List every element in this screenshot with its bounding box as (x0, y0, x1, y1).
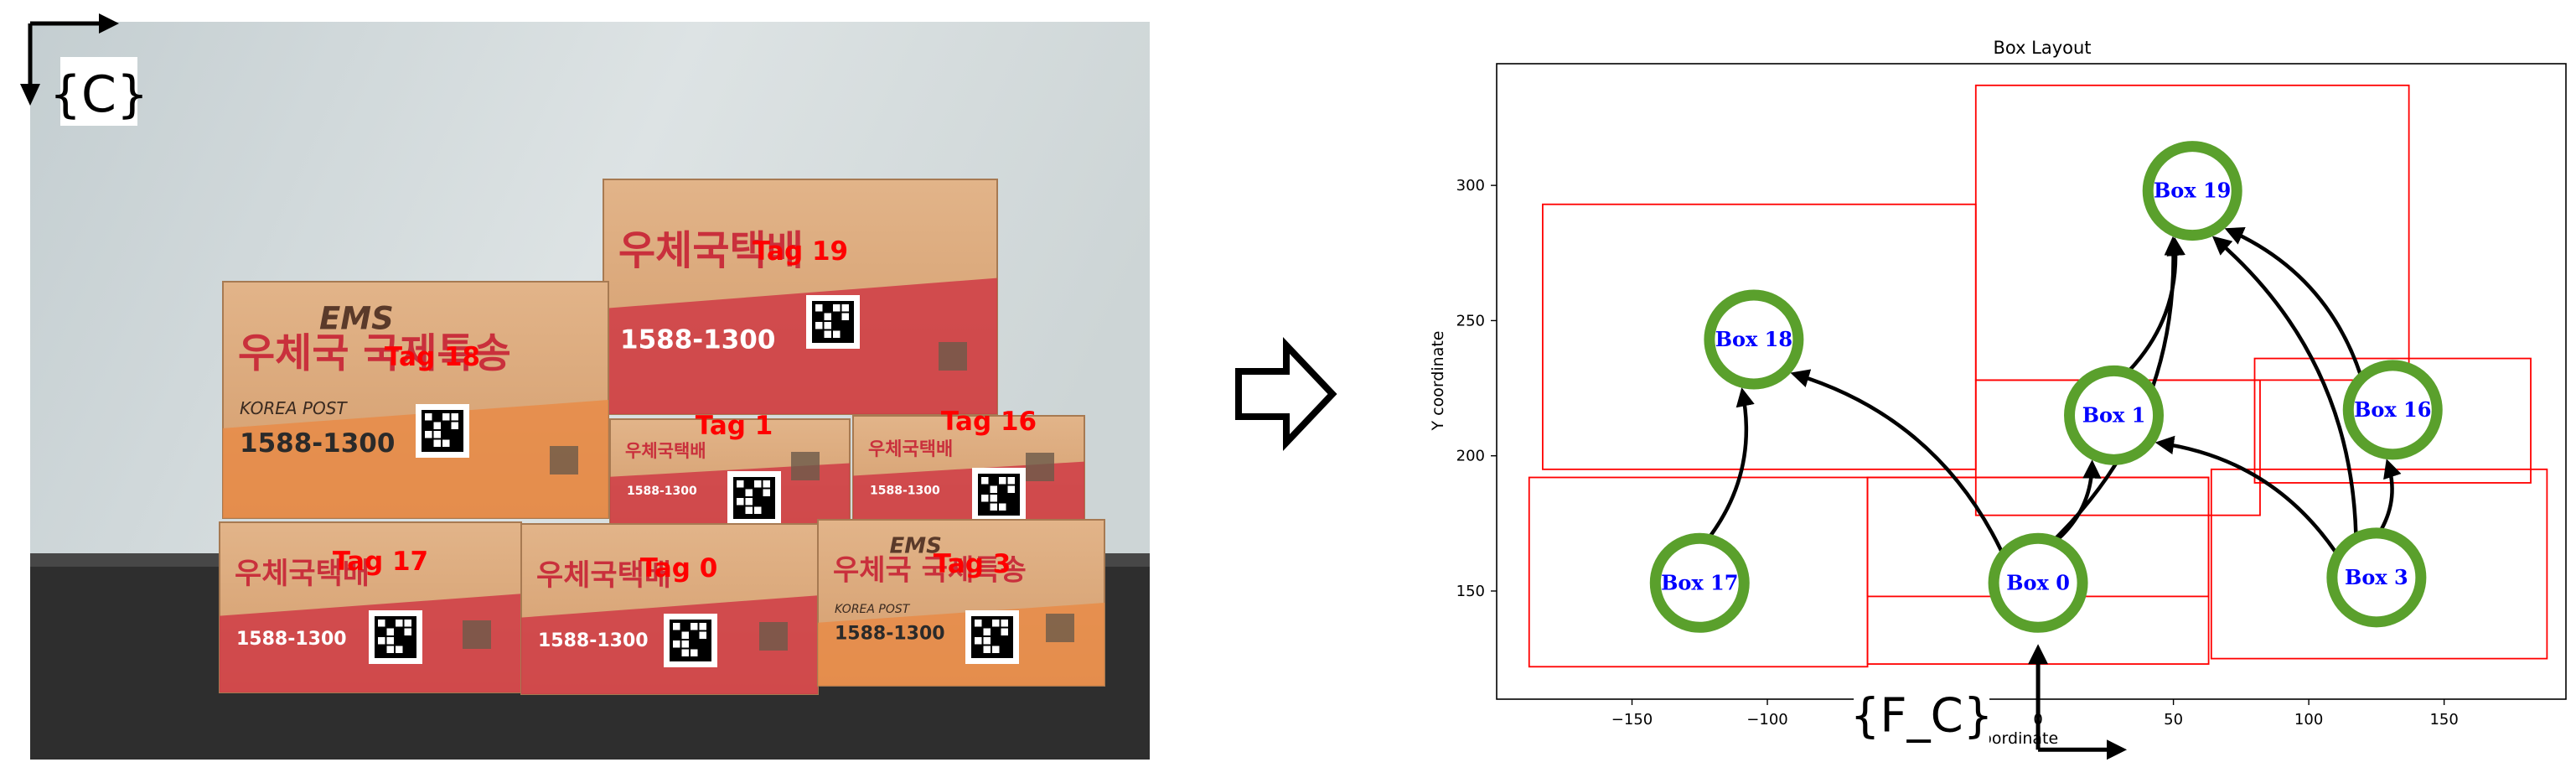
dependency-edge (1708, 387, 1755, 537)
box-print-title: 우체국 국제특송 (238, 330, 511, 377)
dependency-edge (2211, 236, 2358, 535)
tag-label: Tag 17 (333, 547, 428, 577)
box-print-title: 우체국택배 (868, 439, 953, 460)
dependency-edge (2128, 236, 2186, 372)
box-print-brand: EMS (890, 534, 942, 559)
aruco-marker-icon (369, 610, 422, 664)
box-print-phone: 1588-1300 (627, 485, 697, 498)
tag-label: Tag 0 (640, 553, 718, 583)
aruco-marker-icon (972, 468, 1026, 521)
dependency-edge (1790, 369, 2004, 553)
box-print-title: 우체국 국제특송 (833, 553, 1027, 587)
box-print-title: 우체국택배 (536, 559, 671, 593)
plot-title: Box Layout (1993, 38, 2091, 58)
dependency-edge (2379, 459, 2402, 532)
aruco-marker-icon (416, 404, 469, 458)
tag-label: Tag 3 (934, 549, 1011, 579)
box-node-label: Box 0 (2006, 570, 2070, 594)
box-print-brand2: KOREA POST (240, 398, 348, 418)
box-node-label: Box 16 (2354, 397, 2431, 422)
box-node: Box 3 (2326, 527, 2427, 628)
camera-frame-label: {C} (49, 65, 148, 124)
box-print-phone: 1588-1300 (240, 428, 395, 459)
box-node-label: Box 19 (2154, 179, 2231, 203)
box-print-brand2: KOREA POST (835, 603, 911, 616)
box-node: Box 0 (1988, 532, 2088, 633)
box-print-phone: 1588-1300 (236, 629, 347, 650)
tag-label: Tag 19 (753, 236, 848, 267)
cardboard-box: 우체국택배 1588-1300 Tag 16 (852, 407, 1085, 526)
cardboard-box: 우체국택배 1588-1300 Tag 19 (603, 179, 998, 415)
box-node: Box 17 (1649, 532, 1750, 633)
x-tick-label: −100 (1746, 711, 1787, 729)
box-frame-label: {F_C} (1850, 688, 1994, 743)
aruco-marker-icon (965, 610, 1019, 664)
tag-label: Tag 16 (941, 407, 1037, 437)
aruco-marker-icon (806, 295, 860, 349)
box-print-title: 우체국택배 (235, 557, 370, 591)
box-print-title: 우체국택배 (618, 227, 804, 274)
box-print-phone: 1588-1300 (538, 630, 649, 651)
hollow-right-arrow-icon (1235, 336, 1337, 452)
box-frame-axes: {F_C} (1850, 644, 2128, 760)
y-tick-label: 250 (1456, 312, 1485, 329)
box-node: Box 19 (2142, 141, 2242, 241)
aruco-marker-icon (727, 471, 781, 525)
cardboard-box: 우체국택배 1588-1300 Tag 1 (609, 411, 851, 525)
aruco-marker-icon (664, 614, 717, 667)
dependency-edge (2224, 227, 2362, 376)
x-tick-label: 100 (2294, 711, 2323, 729)
dependency-edge (2154, 435, 2338, 554)
box-node: Box 16 (2342, 360, 2443, 460)
box-node-label: Box 3 (2345, 565, 2408, 589)
box-print-phone: 1588-1300 (870, 485, 940, 498)
box-node: Box 1 (2064, 365, 2165, 465)
x-tick-label: −150 (1611, 711, 1653, 729)
x-tick-label: 150 (2429, 711, 2458, 729)
box-node-label: Box 17 (1661, 570, 1738, 594)
y-tick-label: 150 (1456, 583, 1485, 600)
box-node: Box 18 (1704, 289, 1804, 390)
cardboard-box: 우체국택배 1588-1300 Tag 0 (520, 523, 819, 695)
box-print-phone: 1588-1300 (835, 624, 945, 645)
tag-label: Tag 1 (696, 411, 773, 441)
box-node-label: Box 18 (1715, 327, 1792, 351)
camera-frame-axes: {C} (20, 13, 148, 126)
x-tick-label: 50 (2164, 711, 2183, 729)
box-node-label: Box 1 (2082, 402, 2146, 427)
box-print-title: 우체국택배 (625, 441, 706, 461)
box-layout-plot: Box Layout Box 19 Box 18 Box 1 Box 16 Box 17… (1429, 38, 2567, 760)
box-footprint-rect (2210, 468, 2548, 660)
box-print-brand: EMS (319, 300, 394, 336)
box-print-phone: 1588-1300 (620, 325, 775, 355)
y-tick-label: 300 (1456, 177, 1485, 194)
y-axis-label: Y coordinate (1429, 331, 1447, 432)
tag-label: Tag 18 (385, 342, 480, 372)
y-tick-label: 200 (1456, 448, 1485, 465)
cardboard-box: 우체국택배 1588-1300 Tag 17 (219, 521, 522, 693)
dependency-edge (2056, 459, 2102, 542)
